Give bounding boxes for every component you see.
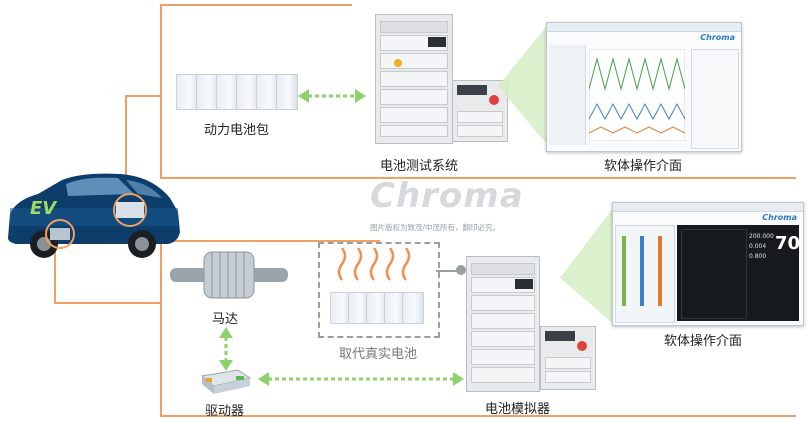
simulator-label: 电池模拟器 [485, 402, 551, 417]
waveform-plot-top [589, 49, 685, 141]
software-bottom-label: 软体操作介面 [664, 334, 743, 349]
connector-dot [456, 265, 466, 275]
replace-battery-dashed-box [318, 242, 440, 338]
readout-1: 200.000 [749, 233, 774, 240]
software-top-label: 软体操作介面 [604, 159, 683, 174]
top-panel-bottom-border [160, 177, 796, 179]
copyright-notice: 图片版权为致茂/中茂所有，翻印必究。 [370, 223, 501, 232]
driver-label: 驱动器 [205, 404, 245, 419]
connector-dashed-box-to-simulator [436, 270, 464, 272]
software-screenshot-bottom: Chroma 200.000 0.004 0.800 70 [612, 202, 804, 326]
connector-car-to-bottom-vertical [54, 245, 56, 303]
software-brand-bottom: Chroma [762, 213, 797, 222]
bidirectional-arrow-bottom [258, 372, 464, 386]
ev-badge: EV [30, 198, 57, 219]
electric-car-illustration [8, 173, 180, 258]
readout-2: 0.004 [749, 243, 767, 250]
bottom-panel-bottom-border [160, 415, 796, 417]
battery-test-controller-unit [452, 80, 508, 142]
battery-simulator-rack [466, 256, 540, 392]
battery-pack-illustration [176, 74, 298, 110]
bidirectional-arrow-top [298, 89, 366, 103]
motor-illustration [170, 251, 288, 299]
driver-illustration [200, 369, 252, 394]
battery-test-system-rack [375, 14, 453, 144]
software-beam-bottom [560, 204, 616, 326]
chroma-watermark-logo: Chroma [370, 176, 524, 216]
software-dark-display: 200.000 0.004 0.800 70 [677, 225, 801, 321]
readout-big: 70 [775, 233, 801, 254]
replace-battery-label: 取代真实电池 [339, 347, 418, 362]
replaced-battery-illustration [330, 292, 430, 324]
bidirectional-arrow-vertical [219, 327, 233, 371]
top-panel-left-border [160, 4, 162, 179]
bottom-panel-left-border [160, 240, 162, 417]
battery-simulator-controller-unit [540, 326, 596, 390]
battery-pack-label: 动力电池包 [204, 123, 270, 138]
connector-car-to-top [125, 95, 162, 97]
bottom-panel-top-border [160, 240, 380, 242]
software-screenshot-top: Chroma [546, 22, 742, 152]
heat-waves-icon [337, 248, 411, 281]
software-brand-top: Chroma [700, 33, 735, 42]
motor-label: 马达 [212, 312, 239, 327]
top-panel-top-border [160, 4, 352, 6]
connector-car-to-top-vertical [125, 95, 127, 205]
test-system-label: 电池测试系统 [380, 159, 459, 174]
connector-car-to-bottom [54, 302, 162, 304]
software-beam-top [498, 22, 550, 148]
readout-3: 0.800 [749, 253, 767, 260]
